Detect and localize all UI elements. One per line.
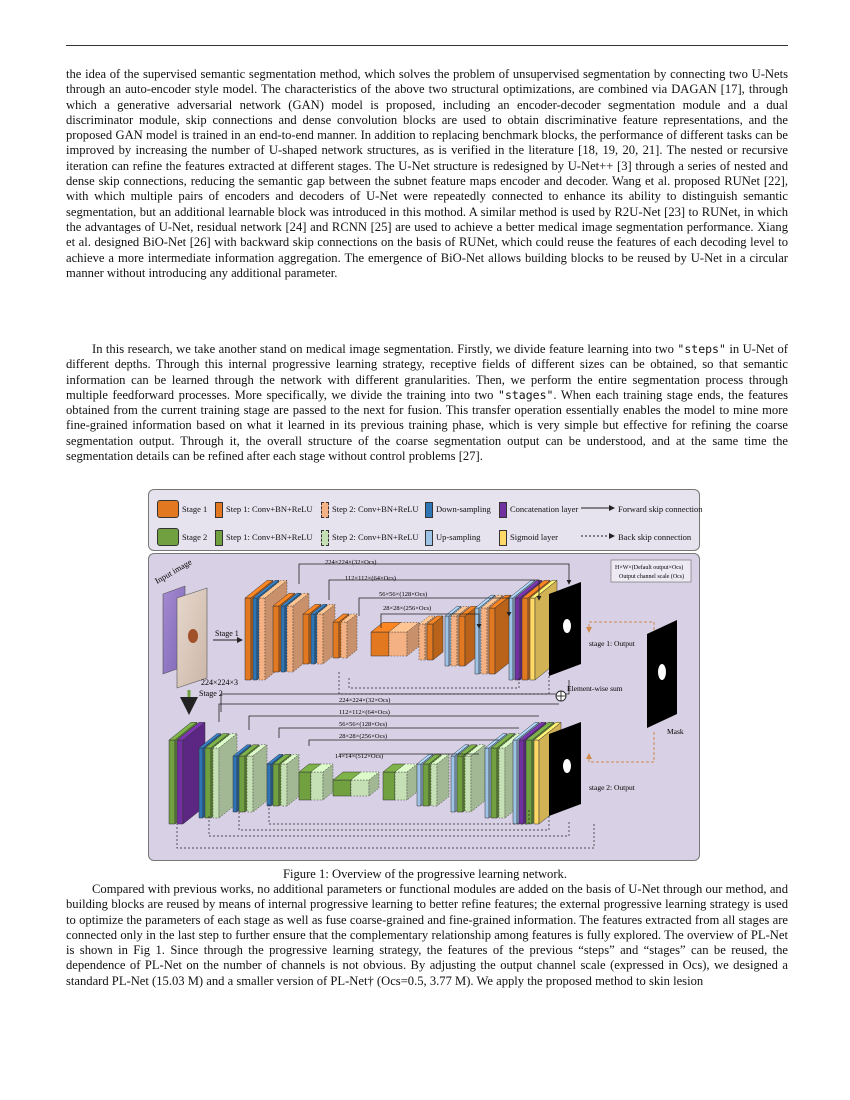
stage1-block-13 [388,621,420,657]
paragraph-1-text: the idea of the supervised semantic segm… [66,67,788,280]
paragraph-2-text: In this research, we take another stand … [66,342,788,464]
legend-down-label: Down-sampling [436,504,491,514]
stage2-block-15 [350,771,380,797]
para2-part-a: In this research, we take another stand … [92,342,678,356]
stage2-block-20 [430,753,450,807]
legend-step2-s2-label: Step 2: Conv+BN+ReLU [332,532,419,542]
legend-back-arrow [581,533,615,539]
network-diagram-svg: Input image 224×224×3 Stage 1 Stage 2 H×… [153,557,692,849]
legend-step2-s1-label: Step 2: Conv+BN+ReLU [332,504,419,514]
s2-label-224: 224×224×(32×Ocs) [339,697,390,704]
stage2-block-23 [464,744,486,813]
stage2-label: Stage 2 [199,689,223,698]
ocs-note: Output channel scale (Ocs) [619,573,684,580]
steps-term: "steps" [677,342,726,356]
stage1-blocks [244,579,558,681]
legend-forward-arrow [581,505,615,511]
legend-up-label: Up-sampling [436,532,481,542]
legend-back-label: Back skip connection [618,532,692,542]
s2-label-14: 14×14×(512×Ocs) [335,753,383,760]
s2-label-28: 28×28×(256×Ocs) [339,733,387,740]
stage1-block-21 [488,594,512,675]
mask-to-stage1-loss [586,621,655,633]
legend-forward-label: Forward skip connection [618,504,703,514]
paragraph-3: Compared with previous works, no additio… [66,882,788,989]
figure-caption: Figure 1: Overview of the progressive le… [283,867,567,881]
paragraph-2: In this research, we take another stand … [66,342,788,464]
s1-label-112: 112×112×(64×Ocs) [345,575,396,582]
stage2-block-17 [394,763,418,801]
stage2-block-13 [310,763,334,801]
stage2-block-8 [246,744,268,813]
stage2-block-11 [280,753,300,807]
input-image-label: Input image [153,557,194,586]
legend-concat-swatch [499,502,507,518]
note-box [610,559,692,583]
s1-back-skip-1 [348,678,520,689]
legend-up-swatch [425,530,433,546]
stage1-output-label: stage 1: Output [589,639,636,648]
paragraph-1: the idea of the supervised semantic segm… [66,67,788,281]
s1-label-28: 28×28×(256×Ocs) [383,605,431,612]
figure-legend: Stage 1 Stage 2 Step 1: Conv+BN+ReLU Ste… [148,489,703,551]
s2-back-skip-outer [176,824,595,849]
input-size-label: 224×224×3 [201,678,238,687]
mask-to-stage2-loss [586,732,655,763]
legend-concat-label: Concatenation layer [510,504,579,514]
input-image-thumbnail [162,585,208,689]
legend-stage1-swatch [157,500,179,518]
s2-label-112: 112×112×(64×Ocs) [339,709,390,716]
paragraph-3-text: Compared with previous works, no additio… [66,882,788,988]
legend-step1-s1-label: Step 1: Conv+BN+ReLU [226,504,313,514]
s2-back-skip-1 [208,816,570,837]
stage1-block-11 [340,613,358,659]
stage1-block-9 [316,603,336,665]
stage-transfer-line [220,680,570,712]
stage1-label: Stage 1 [215,629,239,638]
s1-skip-56 [358,597,512,617]
s2-skip-28 [308,739,499,746]
legend-step2-s1-swatch [321,502,329,518]
header-rule [66,45,788,46]
s2-skip-224 [218,703,559,722]
s1-skip-112 [328,579,542,601]
stage2-block-5 [212,733,238,819]
legend-sigmoid-label: Sigmoid layer [510,532,558,542]
legend-step1-s2-label: Step 1: Conv+BN+ReLU [226,532,313,542]
s1-skip-224 [298,563,572,585]
elementwise-sum-label: Element-wise sum [567,684,623,693]
stage1-block-15 [426,615,444,661]
stage1-block-18 [458,605,478,667]
legend-stage1-label: Stage 1 [182,504,208,514]
s1-skip-28 [380,613,482,629]
legend-step2-s2-swatch [321,530,329,546]
stages-term: "stages" [498,387,554,402]
legend-step1-s1-swatch [215,502,223,518]
para2-part-c: . When each training stage ends, the fea… [66,387,788,464]
s1-label-56: 56×56×(128×Ocs) [379,591,427,598]
legend-sigmoid-swatch [499,530,507,546]
s2-skip-56 [278,727,519,738]
mask-label: Mask [667,727,684,736]
para2-part-b: in U-Net of different depths. Through th… [66,342,788,402]
network-diagram: Input image 224×224×3 Stage 1 Stage 2 H×… [148,553,700,861]
s2-skip-112 [248,715,539,730]
hxw-note: H×W×(Default output×Ocs) [615,564,683,571]
legend-step1-s2-swatch [215,530,223,546]
s2-back-skip-3 [268,804,530,825]
legend-stage2-swatch [157,528,179,546]
stage2-blocks [168,721,562,825]
s2-back-skip-2 [238,810,550,831]
legend-stage2-label: Stage 2 [182,532,208,542]
legend-down-swatch [425,502,433,518]
s1-label-224: 224×224×(32×Ocs) [325,559,376,566]
figure-1: Stage 1 Stage 2 Step 1: Conv+BN+ReLU Ste… [148,489,703,861]
stage2-output-label: stage 2: Output [589,783,636,792]
s2-label-56: 56×56×(128×Ocs) [339,721,387,728]
